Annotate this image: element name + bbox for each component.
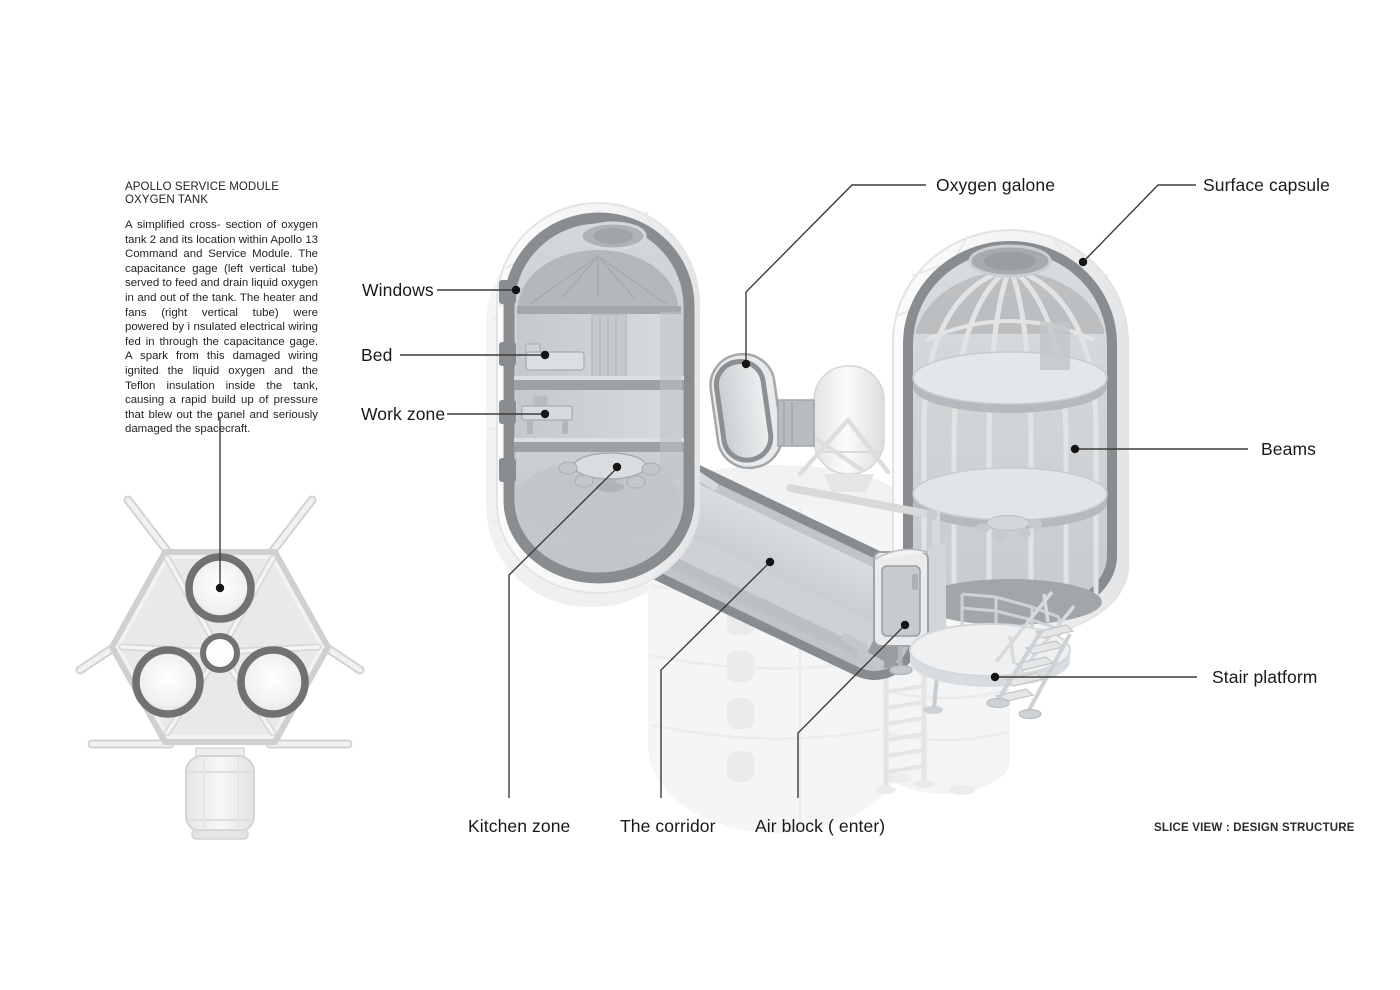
oxygen-galone-capsule xyxy=(709,352,783,470)
info-panel-body: A simplified cross- section of oxygen ta… xyxy=(125,219,318,436)
oxygen-tank-left xyxy=(132,646,204,718)
label-air-block: Air block ( enter) xyxy=(755,816,886,836)
capsule-floor-upper xyxy=(912,351,1108,413)
label-kitchen-zone: Kitchen zone xyxy=(468,816,571,836)
leader-kitchen-zone xyxy=(508,469,616,798)
info-panel: APOLLO SERVICE MODULE OXYGEN TANK A simp… xyxy=(125,181,318,437)
label-windows: Windows xyxy=(362,280,434,300)
label-oxygen-galone: Oxygen galone xyxy=(936,175,1056,195)
leader-corridor xyxy=(660,563,769,798)
leader-oxygen-galone xyxy=(745,184,926,360)
leader-surface-capsule xyxy=(1084,184,1196,261)
tank-truss xyxy=(797,417,891,477)
bed xyxy=(525,351,585,371)
surface-capsule xyxy=(892,229,1129,639)
engine-module xyxy=(185,747,255,840)
ghost-window xyxy=(727,698,754,729)
air-block xyxy=(873,542,946,676)
label-stair-platform: Stair platform xyxy=(1212,667,1318,687)
apollo-tank-diagram xyxy=(75,495,365,840)
oxygen-tank-right xyxy=(237,646,309,718)
capsule-furniture xyxy=(976,515,1042,540)
air-block-door xyxy=(881,565,921,637)
stairs xyxy=(986,590,1076,720)
ghost-window xyxy=(727,751,754,782)
leader-dots xyxy=(215,257,1088,682)
left-capsule xyxy=(496,202,700,594)
water-tank xyxy=(777,365,891,492)
label-beams: Beams xyxy=(1261,439,1316,459)
label-the-corridor: The corridor xyxy=(620,816,716,836)
stair-platform xyxy=(909,590,1076,720)
info-panel-title: APOLLO SERVICE MODULE OXYGEN TANK xyxy=(125,181,279,206)
ghost-ladder xyxy=(883,671,927,789)
leader-lines xyxy=(219,184,1248,798)
capsule-floor-lower xyxy=(912,467,1108,529)
center-duct xyxy=(200,633,240,673)
label-work-zone: Work zone xyxy=(361,404,446,424)
label-surface-capsule: Surface capsule xyxy=(1203,175,1330,195)
ghost-window xyxy=(727,651,754,682)
cut-rim-tabs xyxy=(499,280,516,482)
label-bed: Bed xyxy=(361,345,393,365)
leader-air-block xyxy=(797,626,904,798)
slice-view-caption: SLICE VIEW : DESIGN STRUCTURE xyxy=(1154,822,1355,834)
kitchen-table xyxy=(558,452,661,492)
